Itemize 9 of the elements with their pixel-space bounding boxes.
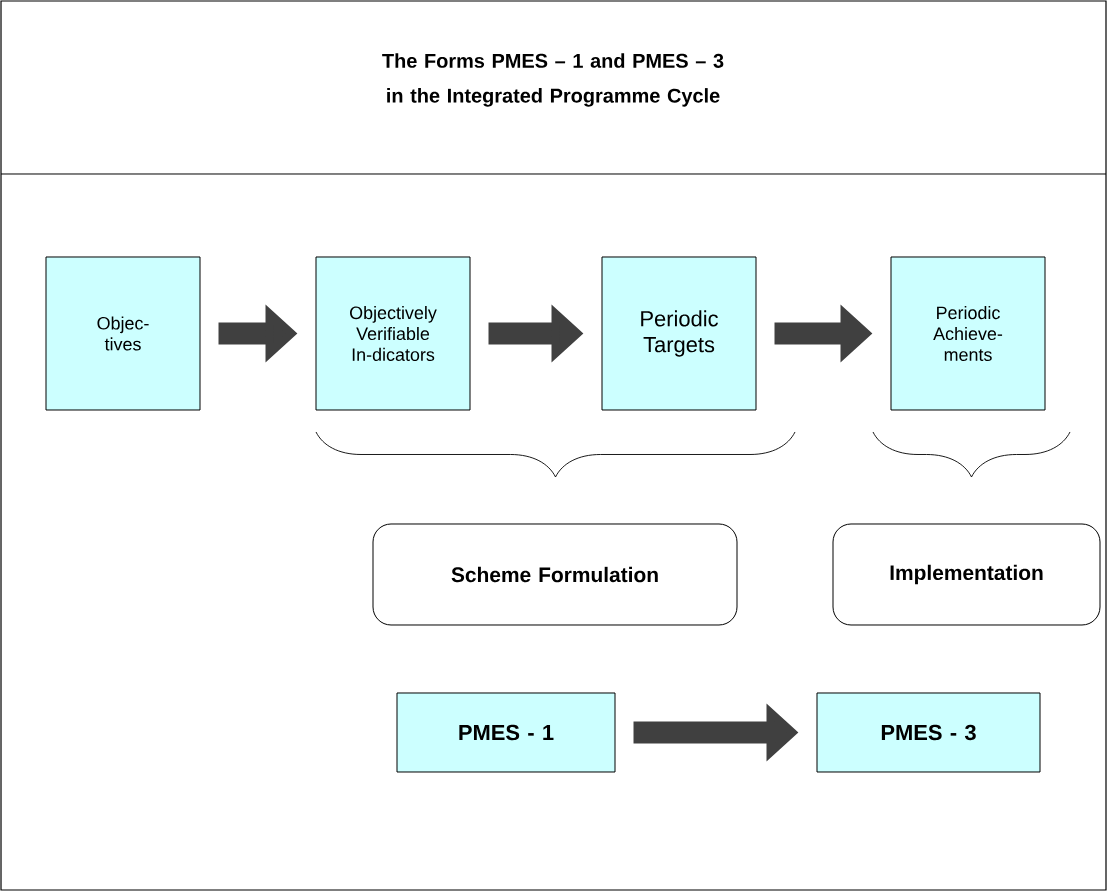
process-box: Periodic Targets — [601, 256, 757, 411]
process-box: PMES - 1 — [396, 692, 616, 773]
process-box: PMES - 3 — [816, 692, 1041, 773]
process-box: Objectively Verifiable In-dicators — [315, 256, 471, 411]
process-box: Periodic Achieve-ments — [890, 256, 1046, 411]
phase-box: Scheme Formulation — [372, 523, 738, 626]
phase-box: Implementation — [832, 523, 1101, 626]
process-box: Objec-tives — [45, 256, 201, 411]
title: The Forms PMES – 1 and PMES – 3 in the Integrated Programme Cycle — [382, 53, 724, 107]
